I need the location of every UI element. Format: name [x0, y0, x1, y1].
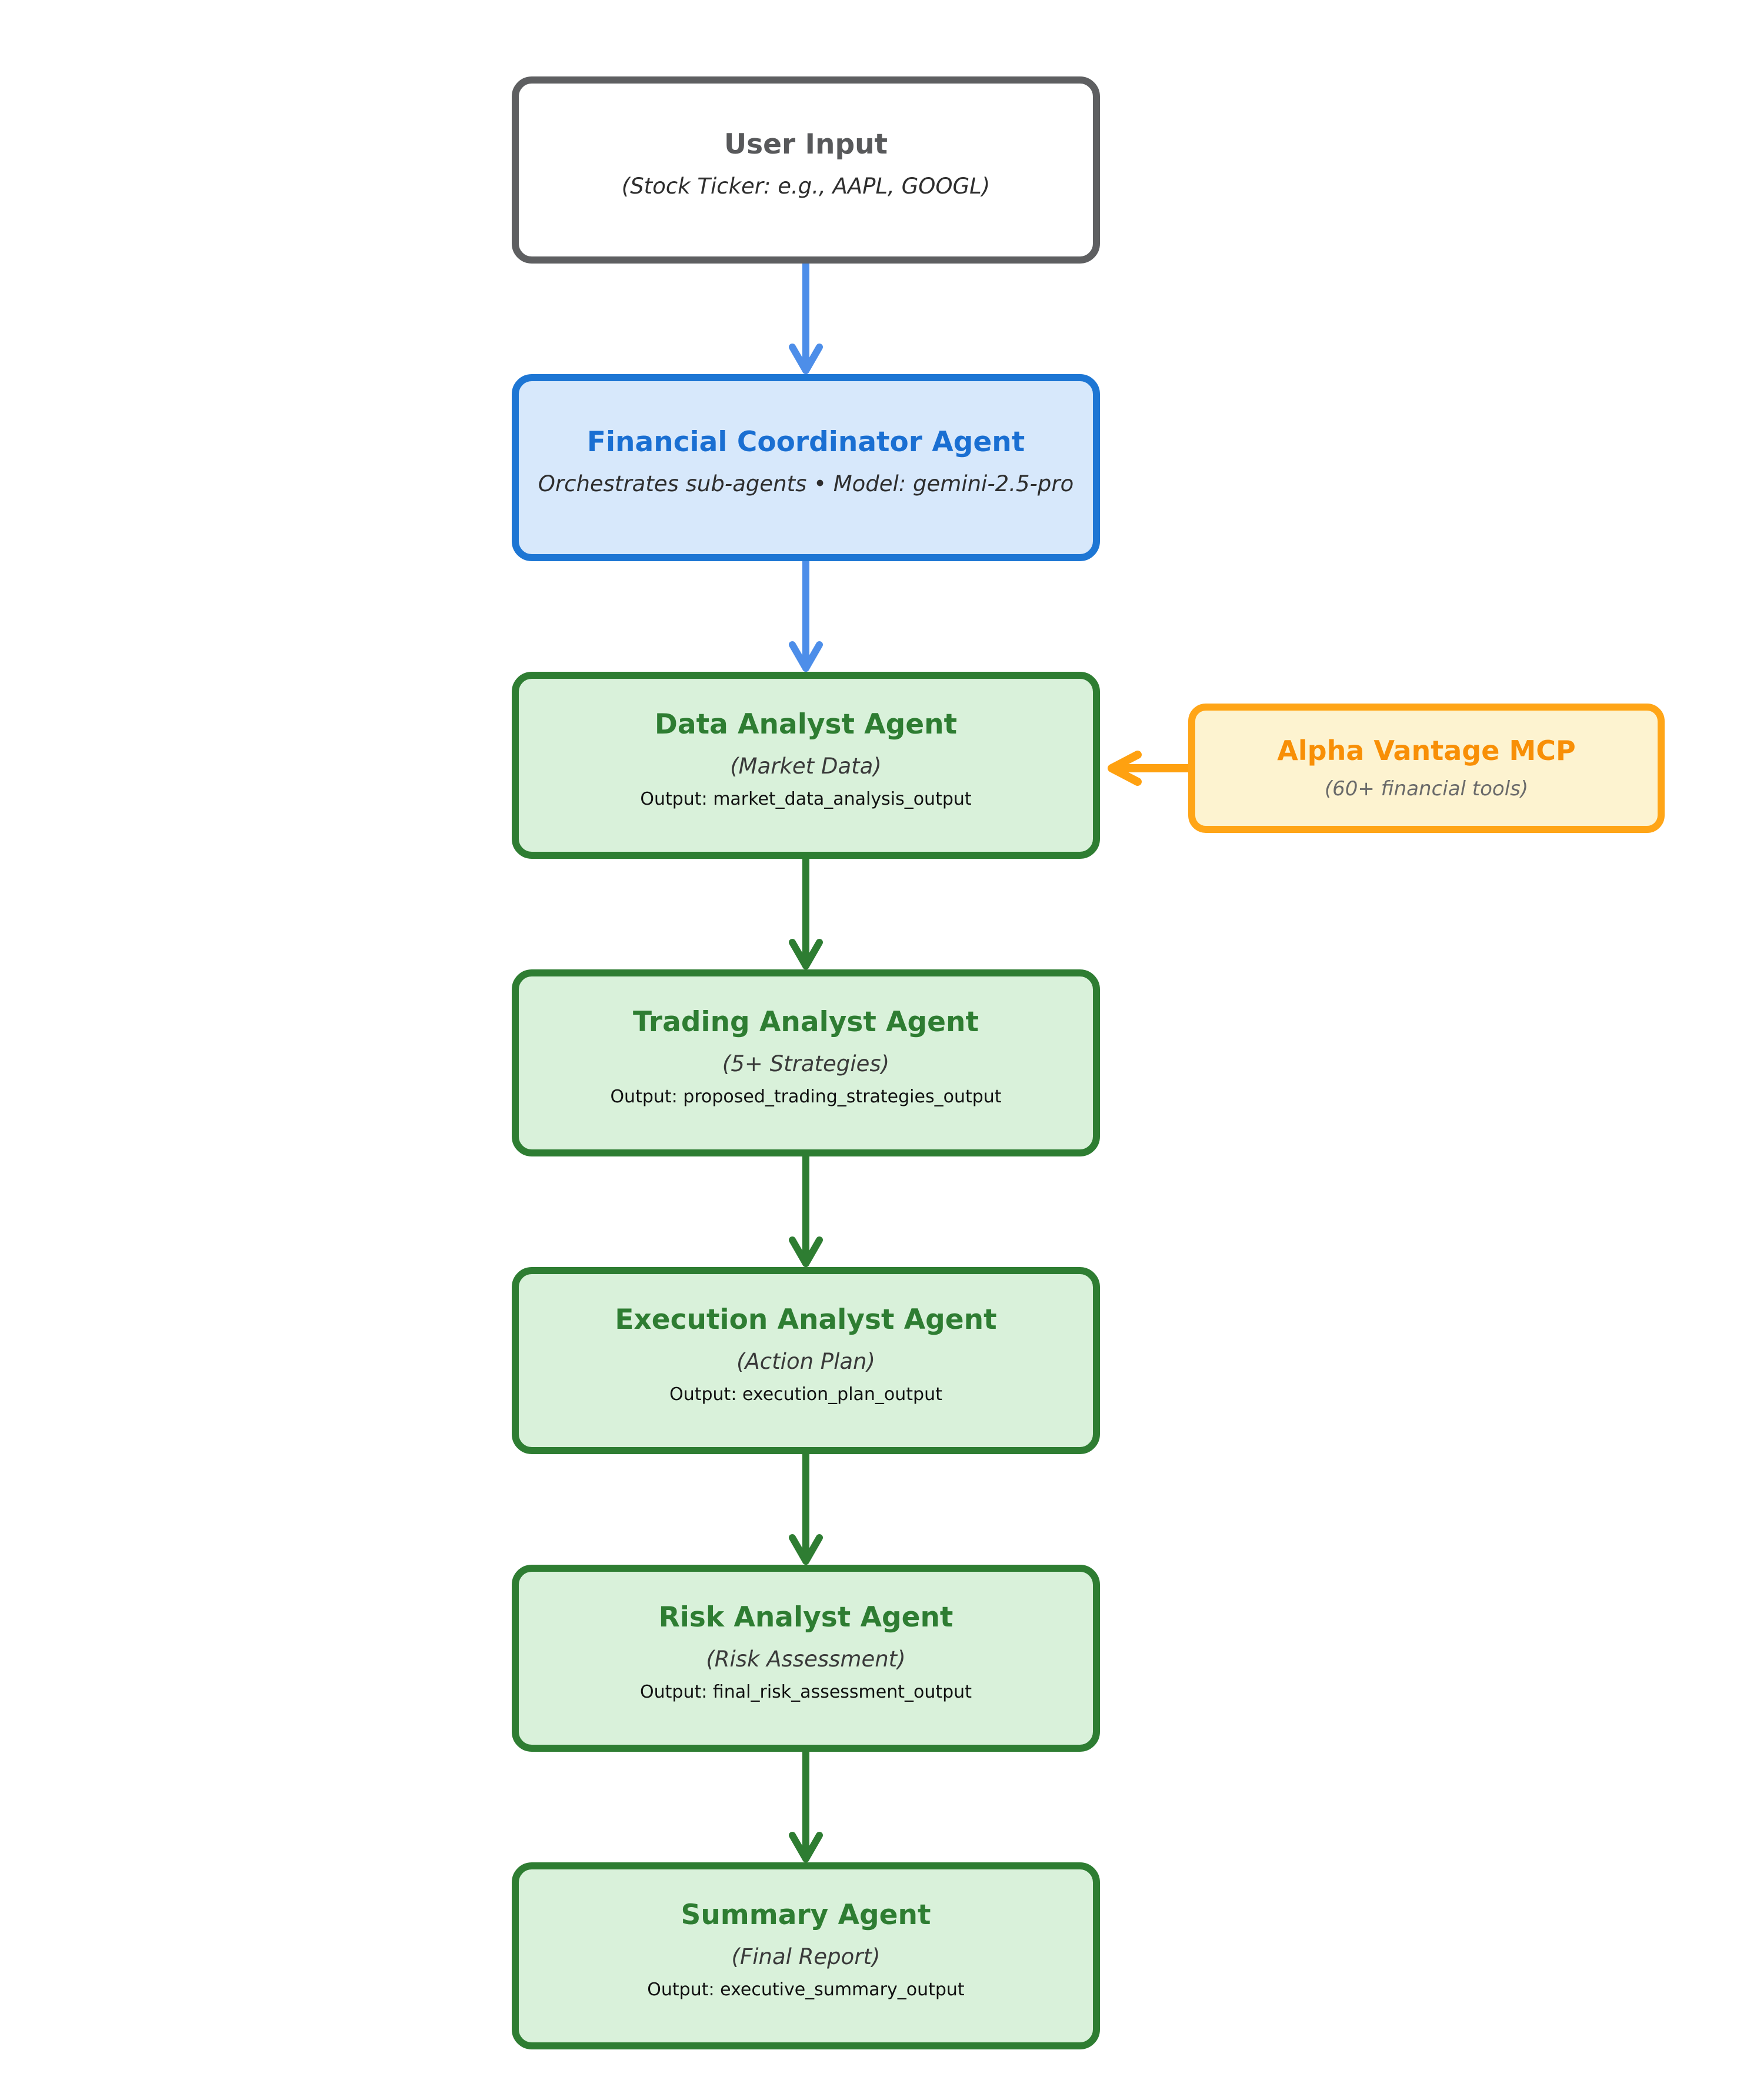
node-financial-coordinator-title: Financial Coordinator Agent — [586, 425, 1025, 458]
arrow-trading-to-execution — [789, 1152, 823, 1267]
node-risk-analyst-subtitle: (Risk Assessment) — [706, 1646, 906, 1672]
node-user-input-title: User Input — [724, 128, 888, 161]
node-alpha-vantage-mcp: Alpha Vantage MCP (60+ financial tools) — [1188, 704, 1665, 833]
node-trading-analyst-subtitle: (5+ Strategies) — [722, 1051, 890, 1076]
arrow-user-input-to-coordinator — [789, 259, 823, 374]
node-summary-agent: Summary Agent (Final Report) Output: exe… — [512, 1862, 1100, 2049]
node-risk-analyst: Risk Analyst Agent (Risk Assessment) Out… — [512, 1565, 1100, 1752]
node-financial-coordinator-subtitle: Orchestrates sub-agents • Model: gemini-… — [538, 471, 1074, 496]
node-trading-analyst-output: Output: proposed_trading_strategies_outp… — [610, 1086, 1002, 1108]
node-execution-analyst-title: Execution Analyst Agent — [615, 1303, 997, 1336]
arrow-coordinator-to-data-analyst — [789, 556, 823, 672]
node-user-input: User Input (Stock Ticker: e.g., AAPL, GO… — [512, 76, 1100, 264]
node-summary-agent-title: Summary Agent — [681, 1898, 931, 1931]
node-data-analyst-subtitle: (Market Data) — [730, 753, 882, 779]
arrow-execution-to-risk — [789, 1449, 823, 1565]
node-data-analyst-output: Output: market_data_analysis_output — [640, 789, 972, 810]
node-alpha-vantage-mcp-title: Alpha Vantage MCP — [1277, 735, 1576, 767]
node-summary-agent-subtitle: (Final Report) — [731, 1944, 881, 1969]
node-risk-analyst-output: Output: final_risk_assessment_output — [640, 1682, 972, 1703]
node-user-input-subtitle: (Stock Ticker: e.g., AAPL, GOOGL) — [621, 173, 991, 199]
arrow-data-to-trading — [789, 854, 823, 969]
node-summary-agent-output: Output: executive_summary_output — [647, 1979, 965, 2001]
node-risk-analyst-title: Risk Analyst Agent — [658, 1601, 953, 1634]
node-execution-analyst-output: Output: execution_plan_output — [669, 1384, 942, 1405]
node-alpha-vantage-mcp-subtitle: (60+ financial tools) — [1324, 777, 1529, 801]
node-data-analyst-title: Data Analyst Agent — [654, 708, 958, 741]
node-financial-coordinator: Financial Coordinator Agent Orchestrates… — [512, 374, 1100, 561]
node-data-analyst: Data Analyst Agent (Market Data) Output:… — [512, 672, 1100, 859]
node-execution-analyst: Execution Analyst Agent (Action Plan) Ou… — [512, 1267, 1100, 1454]
node-trading-analyst-title: Trading Analyst Agent — [633, 1005, 979, 1038]
node-execution-analyst-subtitle: (Action Plan) — [736, 1348, 875, 1374]
node-trading-analyst: Trading Analyst Agent (5+ Strategies) Ou… — [512, 969, 1100, 1156]
arrow-risk-to-summary — [789, 1747, 823, 1862]
